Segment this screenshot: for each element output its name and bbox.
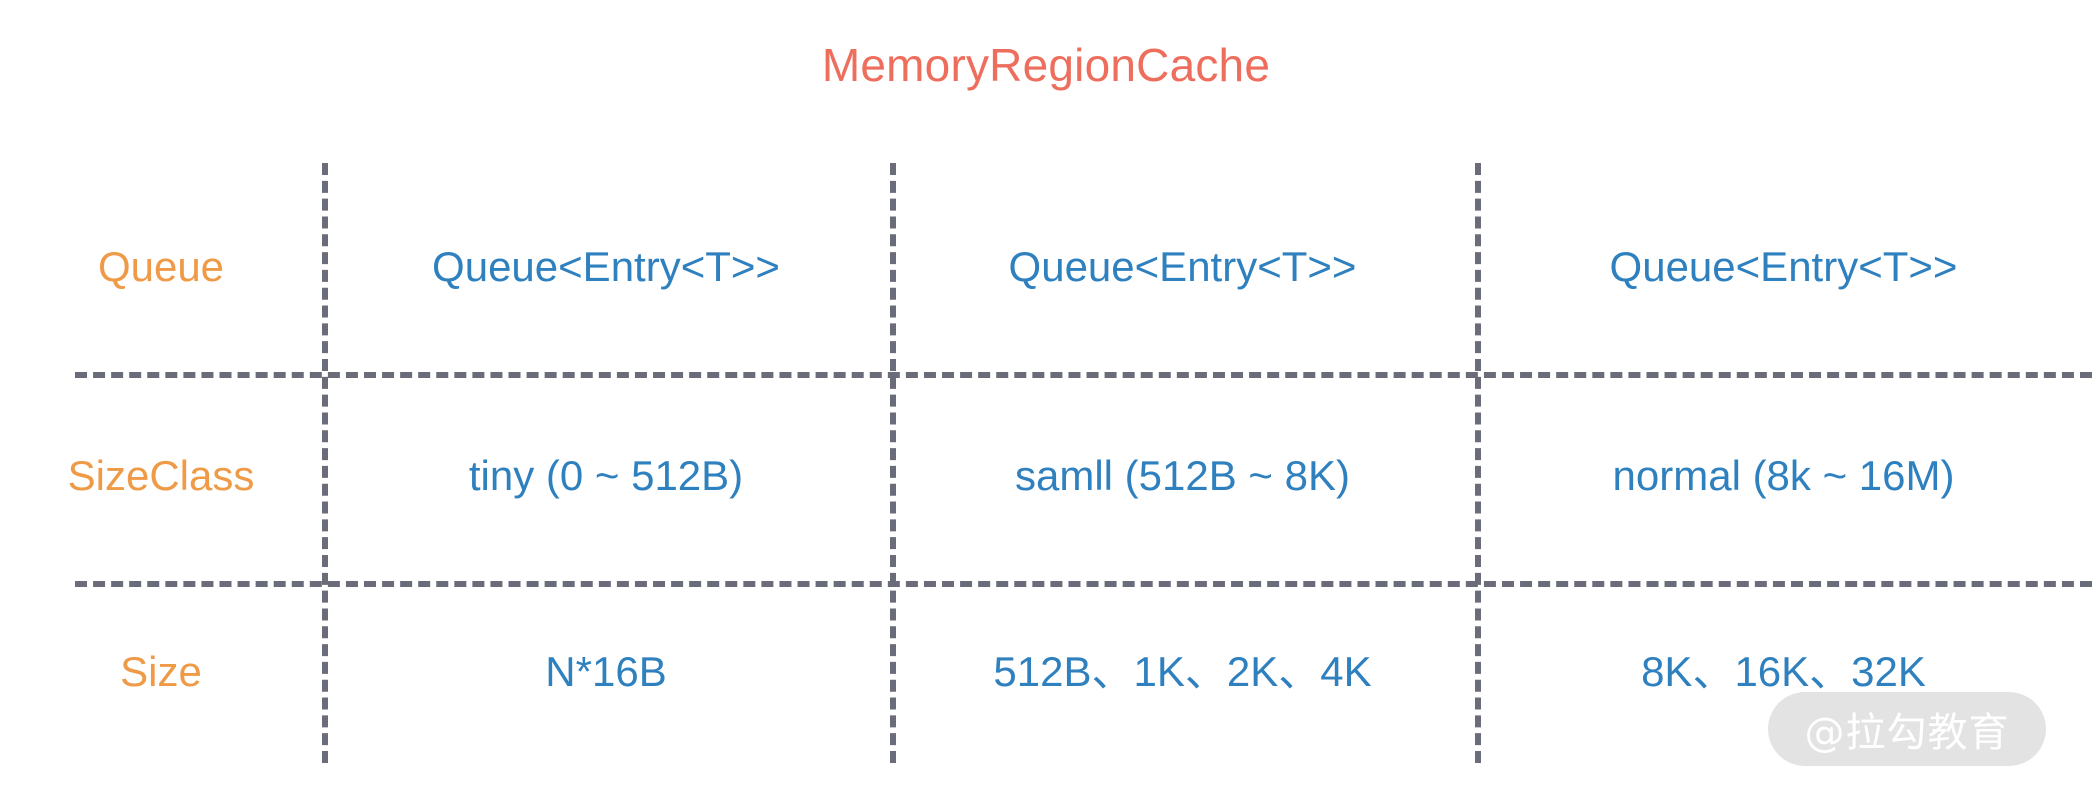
page-title: MemoryRegionCache <box>821 39 1271 91</box>
comparison-table: Queue Queue<Entry<T>> Queue<Entry<T>> Qu… <box>0 163 2092 763</box>
cell-sizeclass-small: samll (512B ~ 8K) <box>1015 452 1350 500</box>
cell-sizeclass-normal: normal (8k ~ 16M) <box>1612 452 1955 500</box>
cell-size-normal: 8K、16K、32K <box>1641 647 1926 695</box>
row-label-queue: Queue <box>97 243 225 291</box>
grid-vline-3 <box>1475 163 1481 763</box>
grid-hline-2 <box>75 581 2092 587</box>
row-label-size: Size <box>120 647 202 695</box>
grid-hline-1 <box>75 372 2092 378</box>
grid-vline-1 <box>322 163 328 763</box>
cell-size-small: 512B、1K、2K、4K <box>993 647 1372 695</box>
cell-size-tiny: N*16B <box>545 647 667 695</box>
grid-vline-2 <box>890 163 896 763</box>
row-label-sizeclass: SizeClass <box>67 452 255 500</box>
cell-queue-small: Queue<Entry<T>> <box>1008 243 1357 291</box>
cell-queue-tiny: Queue<Entry<T>> <box>432 243 780 291</box>
cell-queue-normal: Queue<Entry<T>> <box>1609 243 1958 291</box>
cell-sizeclass-tiny: tiny (0 ~ 512B) <box>468 452 744 500</box>
